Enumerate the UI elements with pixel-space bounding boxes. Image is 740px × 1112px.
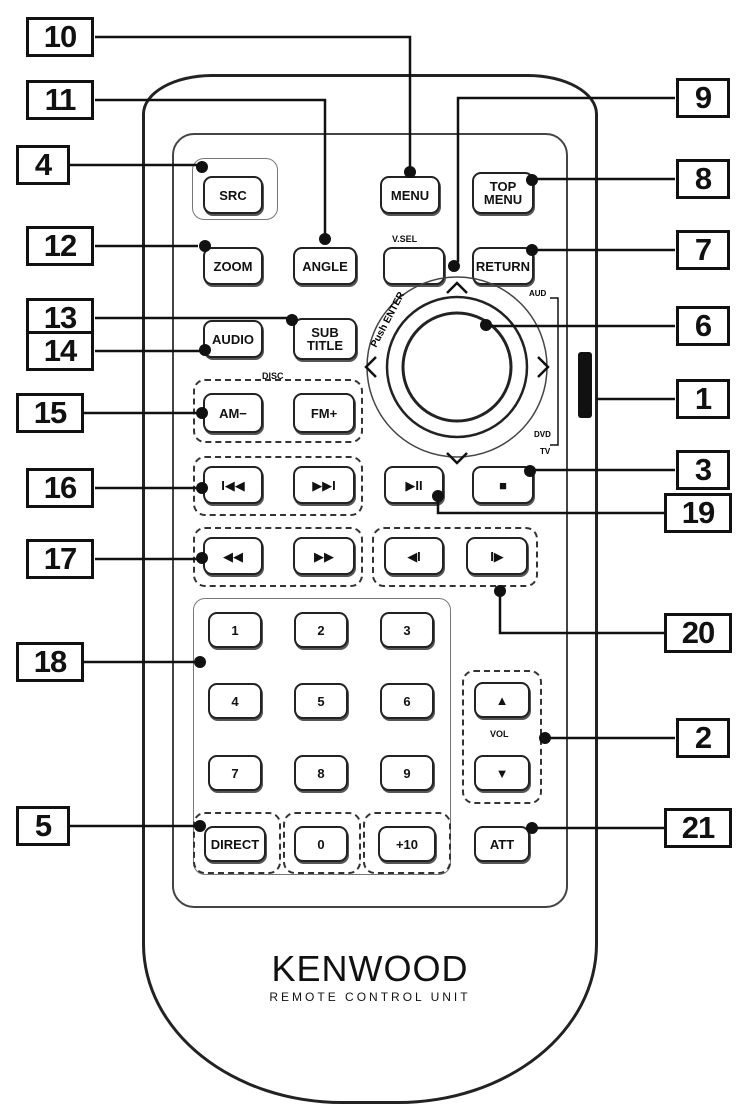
att-button[interactable]: ATT [474,826,530,862]
enter-knob [401,311,513,423]
src-button[interactable]: SRC [203,176,263,214]
callout-19: 19 [664,493,732,533]
remote-body [142,74,598,1104]
callout-21: 21 [664,808,732,848]
prev-track-button[interactable]: I◀◀ [203,466,263,504]
disc-label: DISC [262,371,284,381]
menu-button[interactable]: MENU [380,176,440,214]
callout-6: 6 [676,306,730,346]
next-track-button[interactable]: ▶▶I [293,466,355,504]
callout-2: 2 [676,718,730,758]
callout-20: 20 [664,613,732,653]
leader-lines [70,35,675,834]
fm-button[interactable]: FM+ [293,393,355,433]
enter-ring [385,295,529,439]
fast-forward-button[interactable]: ▶▶ [293,537,355,575]
num-1-button[interactable]: 1 [208,612,262,648]
callout-4: 4 [16,145,70,185]
button-panel [172,133,568,908]
callout-18: 18 [16,642,84,682]
numpad-surround [193,598,451,875]
rewind-button[interactable]: ◀◀ [203,537,263,575]
num-8-button[interactable]: 8 [294,755,348,791]
brand-subtitle: REMOTE CONTROL UNIT [269,990,471,1004]
num-3-button[interactable]: 3 [380,612,434,648]
num-0-button[interactable]: 0 [294,826,348,862]
down-arrow [446,452,468,465]
direct-group [193,812,281,874]
dvd-label: DVD [534,430,551,439]
slow-forward-button[interactable]: I▶ [466,537,528,575]
volume-down-button[interactable]: ▼ [474,755,530,791]
vsel-label: V.SEL [392,234,418,244]
zero-group [283,812,361,874]
push-enter-label: Push ENTER [369,290,408,350]
callout-15: 15 [16,393,84,433]
callout-10: 10 [26,17,94,57]
slow-group [372,527,538,587]
return-button[interactable]: RETURN [472,247,534,285]
direct-button[interactable]: DIRECT [204,826,266,862]
am-button[interactable]: AM− [203,393,263,433]
track-group [193,456,363,516]
num-9-button[interactable]: 9 [380,755,434,791]
stop-button[interactable]: ■ [472,466,534,504]
up-arrow [446,281,468,294]
num-2-button[interactable]: 2 [294,612,348,648]
vsel-button[interactable] [383,247,445,285]
left-arrow [364,356,377,378]
volume-label: VOL [490,729,509,739]
slow-back-button[interactable]: ◀I [384,537,444,575]
tv-label: TV [540,447,551,456]
audio-button[interactable]: AUDIO [203,320,263,358]
num-5-button[interactable]: 5 [294,683,348,719]
subtitle-button[interactable]: SUB TITLE [293,318,357,360]
num-4-button[interactable]: 4 [208,683,262,719]
search-group [193,527,363,587]
callout-5: 5 [16,806,70,846]
disc-group [193,379,363,443]
top-menu-button[interactable]: TOP MENU [472,172,534,214]
callout-7: 7 [676,230,730,270]
callout-16: 16 [26,468,94,508]
angle-button[interactable]: ANGLE [293,247,357,285]
brand-logo: KENWOOD [271,948,469,989]
callout-17: 17 [26,539,94,579]
callout-3: 3 [676,450,730,490]
num-7-button[interactable]: 7 [208,755,262,791]
src-surround [192,158,278,220]
callout-9: 9 [676,78,730,118]
zoom-button[interactable]: ZOOM [203,247,263,285]
callout-8: 8 [676,159,730,199]
callout-12: 12 [26,226,94,266]
switch-bracket [550,297,559,446]
volume-up-button[interactable]: ▲ [474,682,530,718]
callout-11: 11 [26,80,94,120]
callout-1: 1 [676,379,730,419]
side-switch [578,352,592,418]
plus10-group [363,812,451,874]
right-arrow [537,356,550,378]
num-6-button[interactable]: 6 [380,683,434,719]
callout-14: 14 [26,331,94,371]
aud-label: AUD [529,289,547,298]
plus10-button[interactable]: +10 [378,826,436,862]
